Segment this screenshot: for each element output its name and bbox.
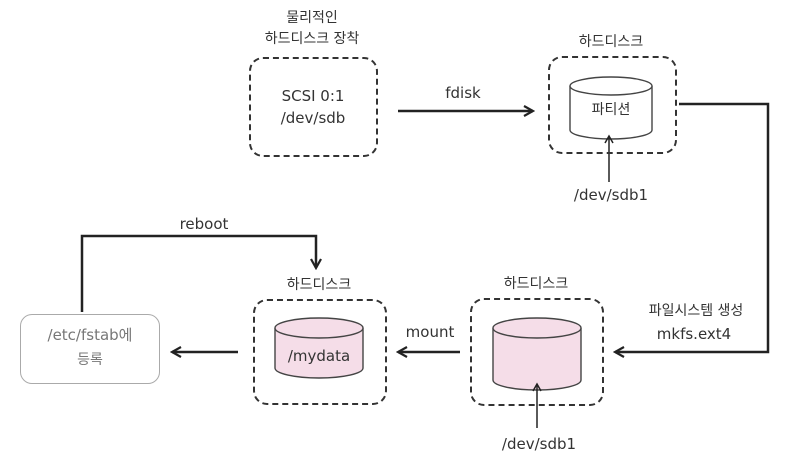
mydata-label: /mydata (287, 347, 351, 365)
mount-label: mount (405, 323, 455, 341)
formatted-device-label: /dev/sdb1 (501, 435, 577, 453)
physical-disk-box (249, 57, 378, 157)
partition-disk-box (548, 56, 677, 154)
mkfs-arrow (615, 102, 770, 352)
mkfs-command-label: mkfs.ext4 (656, 325, 732, 343)
mounted-disk-box (253, 299, 387, 405)
physical-scsi-id: SCSI 0:1 (281, 87, 345, 105)
partition-cylinder (569, 76, 653, 140)
physical-caption-line1: 물리적인 (286, 10, 338, 26)
mydata-cylinder (274, 317, 364, 379)
filesystem-label: 파일시스템 생성 (648, 303, 744, 319)
reboot-arrow (80, 234, 316, 312)
formatted-disk-box (470, 298, 604, 406)
fstab-line2: 등록 (77, 352, 103, 368)
reboot-label: reboot (179, 215, 229, 233)
fdisk-label: fdisk (445, 84, 481, 102)
formatted-disk-title: 하드디스크 (503, 276, 569, 292)
partition-device-label: /dev/sdb1 (573, 186, 649, 204)
physical-device-path: /dev/sdb (280, 109, 346, 127)
fstab-line1: /etc/fstab에 (47, 326, 133, 344)
fstab-box (20, 314, 160, 384)
physical-caption-line2: 하드디스크 장착 (264, 31, 360, 47)
partition-label: 파티션 (591, 102, 631, 118)
partition-disk-title: 하드디스크 (578, 34, 644, 50)
mounted-disk-title: 하드디스크 (286, 277, 352, 293)
